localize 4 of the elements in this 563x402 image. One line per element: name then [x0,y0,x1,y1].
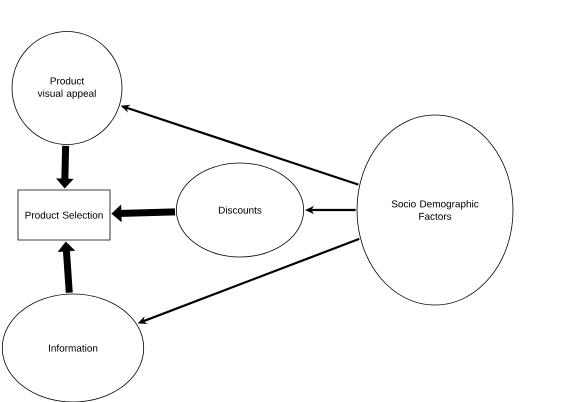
process-box: Product Selection [18,190,110,240]
ellipse-node: Product visual appeal [12,31,122,145]
ellipse-node: Discounts [176,162,304,258]
ellipse-node: Socio Demographic Factors [356,114,514,306]
